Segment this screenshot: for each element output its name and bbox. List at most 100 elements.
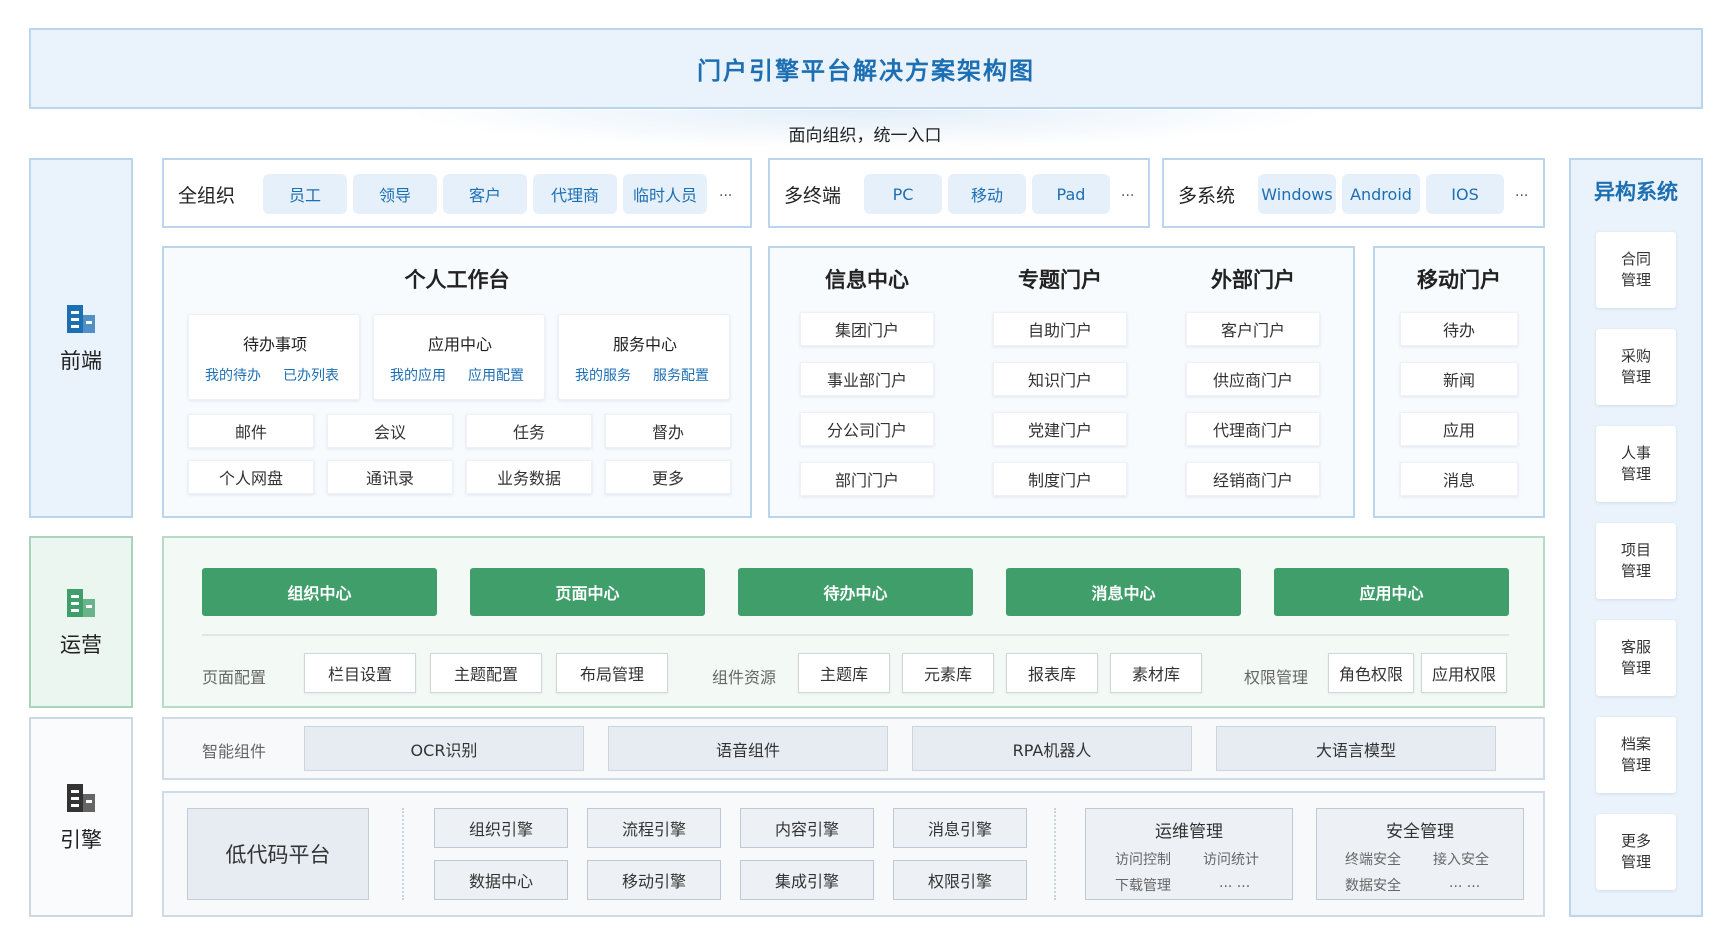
ops-mgmt-box: 运维管理 访问控制 访问统计 下载管理 ... ... (1085, 808, 1293, 900)
mobile-item-messages[interactable]: 消息 (1400, 462, 1518, 496)
ops-layout-mgmt[interactable]: 布局管理 (556, 653, 668, 693)
portal-info-item[interactable]: 部门门户 (800, 462, 934, 496)
engine-message[interactable]: 消息引擎 (893, 808, 1027, 848)
ai-components-panel: 智能组件 OCR识别 语音组件 RPA机器人 大语言模型 (162, 717, 1545, 780)
chip-system-ios: IOS (1426, 174, 1504, 214)
chip-org-2: 领导 (353, 174, 437, 214)
card-app-center[interactable]: 应用中心 我的应用 应用配置 (373, 314, 545, 400)
lowcode-platform[interactable]: 低代码平台 (187, 808, 369, 900)
engine-content[interactable]: 内容引擎 (740, 808, 874, 848)
workbench-title: 个人工作台 (404, 268, 510, 292)
portal-external-item[interactable]: 经销商门户 (1186, 462, 1320, 496)
ops-page-config-label: 页面配置 (202, 668, 267, 687)
hetero-customer-service[interactable]: 客服 管理 (1596, 620, 1676, 696)
link-service-config[interactable]: 服务配置 (653, 368, 709, 384)
chip-org-3: 客户 (443, 174, 527, 214)
card-service-center-title: 服务中心 (612, 335, 677, 354)
link-my-todo[interactable]: 我的待办 (205, 368, 261, 384)
grid-meeting[interactable]: 会议 (327, 414, 453, 448)
hetero-archive[interactable]: 档案 管理 (1596, 717, 1676, 793)
ops-center-org[interactable]: 组织中心 (202, 568, 437, 616)
hetero-title: 异构系统 (1594, 180, 1678, 204)
ops-report-lib[interactable]: 报表库 (1006, 653, 1098, 693)
hetero-purchase-line1: 采购 (1620, 347, 1651, 365)
ops-material-lib[interactable]: 素材库 (1110, 653, 1202, 693)
engine-org[interactable]: 组织引擎 (434, 808, 568, 848)
mobile-item-todo[interactable]: 待办 (1400, 312, 1518, 346)
ops-theme-config[interactable]: 主题配置 (430, 653, 542, 693)
hetero-more[interactable]: 更多 管理 (1596, 814, 1676, 890)
engine-integration[interactable]: 集成引擎 (740, 860, 874, 900)
ops-element-lib[interactable]: 元素库 (902, 653, 994, 693)
grid-business-data[interactable]: 业务数据 (466, 460, 592, 494)
hetero-project-line1: 项目 (1620, 541, 1651, 559)
portal-info-item[interactable]: 事业部门户 (800, 362, 934, 396)
ops-center-app[interactable]: 应用中心 (1274, 568, 1509, 616)
hetero-project[interactable]: 项目 管理 (1596, 523, 1676, 599)
portal-external-item[interactable]: 客户门户 (1186, 312, 1320, 346)
ops-column-settings[interactable]: 栏目设置 (304, 653, 416, 693)
portal-external-item[interactable]: 供应商门户 (1186, 362, 1320, 396)
hetero-project-line2: 管理 (1620, 562, 1651, 580)
portal-info-item[interactable]: 集团门户 (800, 312, 934, 346)
mobile-item-news[interactable]: 新闻 (1400, 362, 1518, 396)
grid-supervise[interactable]: 督办 (605, 414, 731, 448)
ops-theme-lib[interactable]: 主题库 (798, 653, 890, 693)
ops-center-page[interactable]: 页面中心 (470, 568, 705, 616)
hetero-purchase-line2: 管理 (1620, 368, 1651, 386)
portal-info-title: 信息中心 (825, 268, 909, 292)
grid-contacts[interactable]: 通讯录 (327, 460, 453, 494)
ops-center-todo[interactable]: 待办中心 (738, 568, 973, 616)
ops-app-permission[interactable]: 应用权限 (1421, 653, 1507, 693)
mobile-item-apps[interactable]: 应用 (1400, 412, 1518, 446)
layer-engine: 引擎 (29, 717, 133, 917)
ops-divider (202, 634, 1509, 636)
card-service-center[interactable]: 服务中心 我的服务 服务配置 (558, 314, 730, 400)
portal-external-item[interactable]: 代理商门户 (1186, 412, 1320, 446)
ai-label: 智能组件 (202, 742, 267, 761)
building-icon (67, 784, 95, 812)
ai-rpa[interactable]: RPA机器人 (912, 726, 1192, 771)
portal-topic-item[interactable]: 知识门户 (993, 362, 1127, 396)
sec-mgmt-box: 安全管理 终端安全 接入安全 数据安全 ... ... (1316, 808, 1524, 900)
link-app-config[interactable]: 应用配置 (468, 368, 524, 384)
ops-role-permission[interactable]: 角色权限 (1328, 653, 1414, 693)
workbench-panel: 个人工作台 待办事项 我的待办 已办列表 应用中心 我的应用 应用配置 服务中心… (162, 246, 752, 518)
portal-topic-item[interactable]: 党建门户 (993, 412, 1127, 446)
portal-topic-item[interactable]: 自助门户 (993, 312, 1127, 346)
portal-info-item[interactable]: 分公司门户 (800, 412, 934, 446)
grid-task[interactable]: 任务 (466, 414, 592, 448)
link-my-apps[interactable]: 我的应用 (390, 368, 446, 384)
link-my-services[interactable]: 我的服务 (575, 368, 631, 384)
portal-topic-item[interactable]: 制度门户 (993, 462, 1127, 496)
engine-permission[interactable]: 权限引擎 (893, 860, 1027, 900)
hetero-contract[interactable]: 合同 管理 (1596, 232, 1676, 308)
sec-mgmt-terminal: 终端安全 (1345, 852, 1401, 868)
ai-voice[interactable]: 语音组件 (608, 726, 888, 771)
chip-terminal-pad: Pad (1032, 174, 1110, 214)
engine-mobile[interactable]: 移动引擎 (587, 860, 721, 900)
chip-system-windows: Windows (1258, 174, 1336, 214)
access-terminal-more: ... (1121, 184, 1135, 200)
hetero-cs-line1: 客服 (1620, 638, 1651, 656)
grid-mail[interactable]: 邮件 (188, 414, 314, 448)
engine-data-center[interactable]: 数据中心 (434, 860, 568, 900)
ops-mgmt-more: ... ... (1219, 875, 1251, 891)
hetero-hr[interactable]: 人事 管理 (1596, 426, 1676, 502)
grid-netdisk[interactable]: 个人网盘 (188, 460, 314, 494)
chip-system-android: Android (1342, 174, 1420, 214)
hetero-purchase[interactable]: 采购 管理 (1596, 329, 1676, 405)
engine-flow[interactable]: 流程引擎 (587, 808, 721, 848)
card-todo[interactable]: 待办事项 我的待办 已办列表 (188, 314, 360, 400)
sec-mgmt-access: 接入安全 (1433, 852, 1489, 868)
layer-front-label: 前端 (60, 349, 102, 373)
ops-center-message[interactable]: 消息中心 (1006, 568, 1241, 616)
chip-org-5: 临时人员 (623, 174, 707, 214)
ai-llm[interactable]: 大语言模型 (1216, 726, 1496, 771)
chip-terminal-mobile: 移动 (948, 174, 1026, 214)
link-done-list[interactable]: 已办列表 (283, 368, 339, 384)
sec-mgmt-more: ... ... (1449, 875, 1481, 891)
grid-more[interactable]: 更多 (605, 460, 731, 494)
layer-ops-label: 运营 (60, 633, 102, 657)
ai-ocr[interactable]: OCR识别 (304, 726, 584, 771)
